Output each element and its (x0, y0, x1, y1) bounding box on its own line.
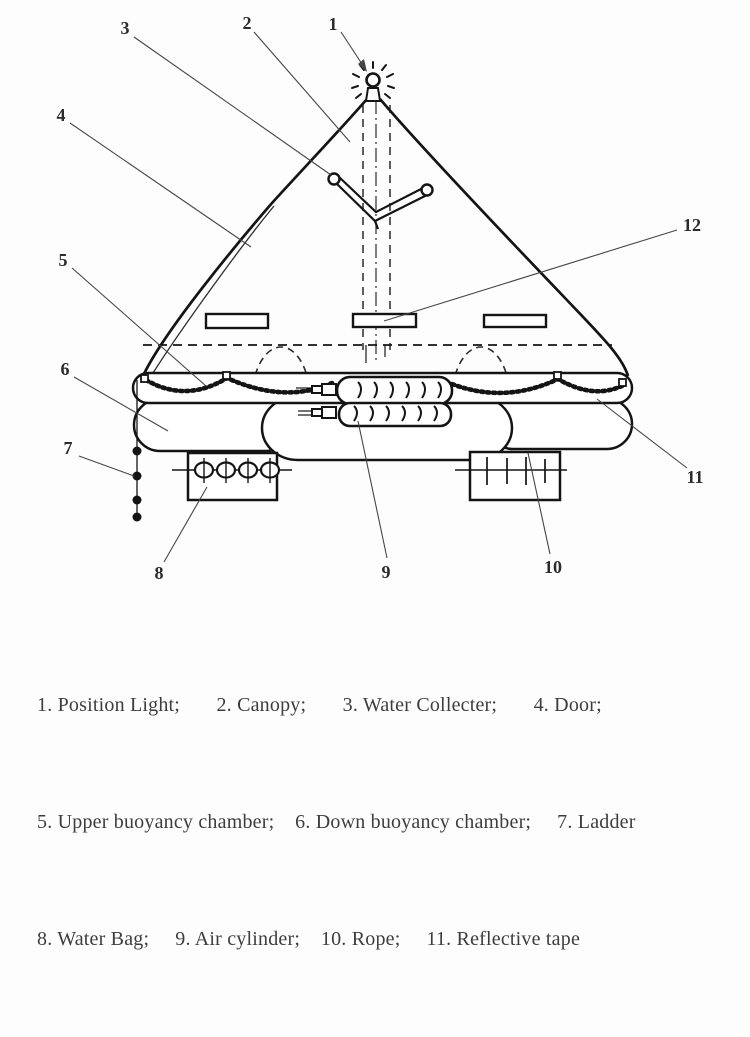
cylinder-valve-icon (311, 383, 337, 419)
callout-6: 6 (61, 359, 70, 379)
callout-7: 7 (64, 438, 73, 458)
callout-1: 1 (329, 14, 338, 34)
water-bag (172, 451, 292, 502)
liferaft-figure: 1 2 3 4 5 6 7 8 9 10 11 12 1. Position L… (37, 13, 704, 950)
door (152, 205, 275, 374)
air-cylinders (296, 375, 454, 428)
rope (455, 450, 567, 502)
legend-line-3: 8. Water Bag; 9. Air cylinder; 10. Rope;… (37, 928, 581, 950)
water-collector (327, 172, 434, 230)
liferaft-diagram: 1 2 3 4 5 6 7 8 9 10 11 12 (57, 13, 704, 583)
legend-line-1: 1. Position Light; 2. Canopy; 3. Water C… (37, 694, 602, 716)
cylinder-hatch-marks (353, 381, 442, 422)
ladder (132, 380, 142, 522)
legend: 1. Position Light; 2. Canopy; 3. Water C… (0, 608, 750, 1037)
arrowhead-icon (358, 59, 367, 72)
canopy (141, 98, 630, 377)
callout-3: 3 (121, 18, 130, 38)
callout-11: 11 (686, 467, 703, 487)
callout-lines (69, 31, 688, 563)
callout-2: 2 (243, 13, 252, 33)
callout-8: 8 (155, 563, 164, 583)
reflective-strips (204, 312, 548, 330)
callout-numbers: 1 2 3 4 5 6 7 8 9 10 11 12 (57, 13, 704, 583)
reflective-tape-chain (140, 371, 627, 396)
legend-line-2: 5. Upper buoyancy chamber; 6. Down buoya… (37, 811, 636, 833)
callout-9: 9 (382, 562, 391, 582)
callout-12: 12 (683, 215, 701, 235)
callout-10: 10 (544, 557, 562, 577)
callout-4: 4 (57, 105, 66, 125)
callout-5: 5 (59, 250, 68, 270)
position-light (351, 61, 395, 102)
hidden-tube-arches (251, 346, 511, 400)
